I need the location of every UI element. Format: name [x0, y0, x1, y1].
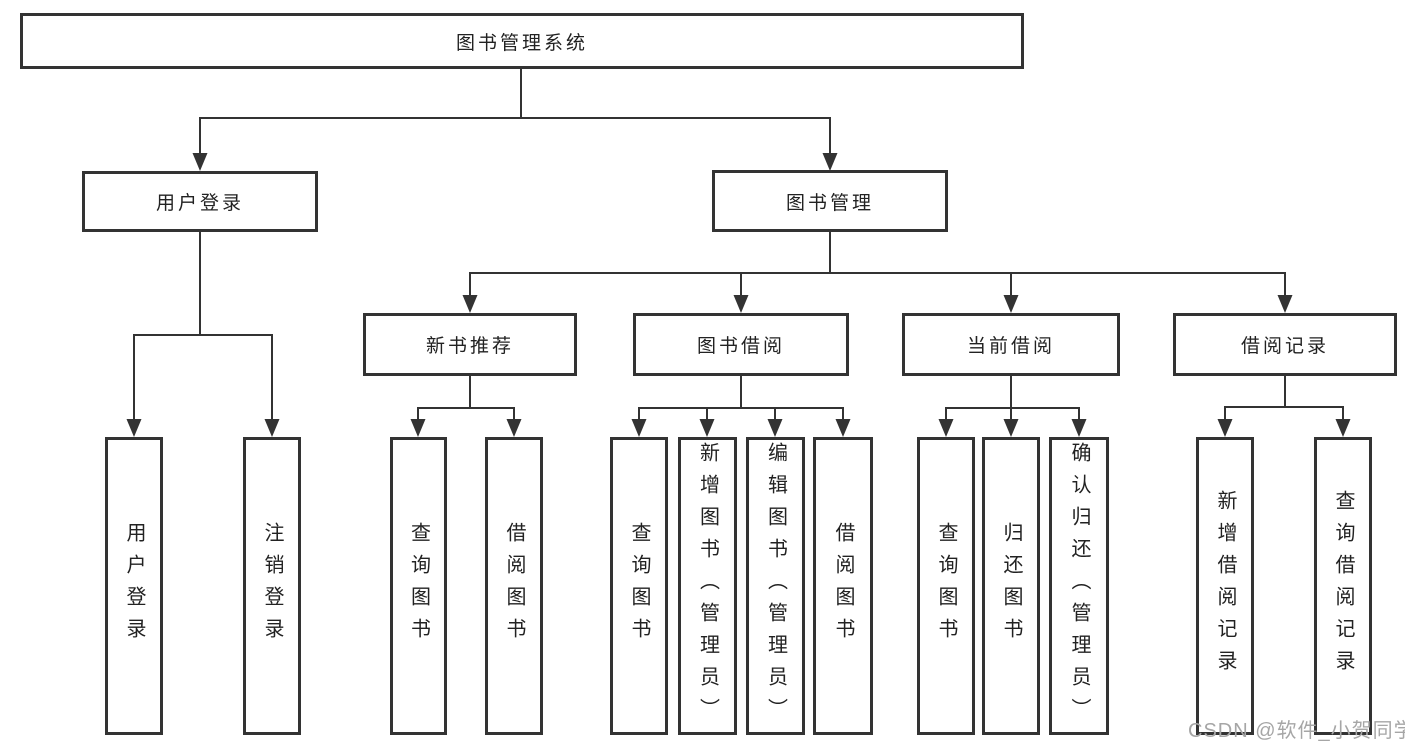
node-confirm-return-admin: 确认归还（管理员）: [1049, 437, 1109, 735]
arrowheads: [126, 153, 1351, 437]
watermark: CSDN @软件_小贺同学: [1188, 720, 1405, 742]
node-add-book-admin: 新增图书（管理员）: [678, 437, 737, 735]
node-label: 查询图书: [935, 522, 957, 650]
node-query-books-current: 查询图书: [917, 437, 975, 735]
node-label: 新书推荐: [425, 336, 514, 357]
node-add-borrow-record: 新增借阅记录: [1196, 437, 1254, 735]
node-edit-book-admin: 编辑图书（管理员）: [746, 437, 805, 735]
node-label: 查询图书: [628, 522, 650, 650]
node-label: 借阅图书: [832, 522, 854, 650]
node-logout: 注销登录: [243, 437, 301, 735]
node-borrowing-records: 借阅记录: [1173, 313, 1397, 376]
node-borrow-books-recommend: 借阅图书: [485, 437, 543, 735]
node-label: 查询借阅记录: [1332, 490, 1354, 682]
node-borrow-books-leaf: 借阅图书: [813, 437, 873, 735]
node-label: 确认归还（管理员）: [1068, 442, 1090, 730]
node-return-books: 归还图书: [982, 437, 1040, 735]
node-query-borrow-record: 查询借阅记录: [1314, 437, 1372, 735]
node-user-login: 用户登录: [82, 171, 318, 232]
node-label: 新增借阅记录: [1214, 490, 1236, 682]
node-label: 当前借阅: [966, 336, 1055, 357]
node-label: 新增图书（管理员）: [696, 442, 719, 730]
node-label: 借阅图书: [503, 522, 525, 650]
node-label: 查询图书: [407, 522, 430, 650]
node-user-login-leaf: 用户登录: [105, 437, 163, 735]
node-new-book-recommendation: 新书推荐: [363, 313, 577, 376]
node-book-borrowing: 图书借阅: [633, 313, 849, 376]
node-label: 图书借阅: [696, 336, 785, 357]
node-query-books-recommend: 查询图书: [390, 437, 447, 735]
node-label: 编辑图书（管理员）: [764, 442, 787, 730]
connector-lines: [133, 69, 1344, 420]
node-label: 归还图书: [1000, 522, 1022, 650]
node-current-borrowing: 当前借阅: [902, 313, 1120, 376]
node-label: 图书管理系统: [455, 32, 588, 54]
node-library-management-system: 图书管理系统: [20, 13, 1024, 69]
node-label: 图书管理: [785, 192, 874, 214]
node-label: 借阅记录: [1240, 336, 1329, 357]
node-label: 注销登录: [261, 522, 283, 650]
node-book-management: 图书管理: [712, 170, 948, 232]
node-label: 用户登录: [155, 193, 244, 214]
node-label: 用户登录: [123, 522, 145, 650]
node-query-books-borrowing: 查询图书: [610, 437, 668, 735]
